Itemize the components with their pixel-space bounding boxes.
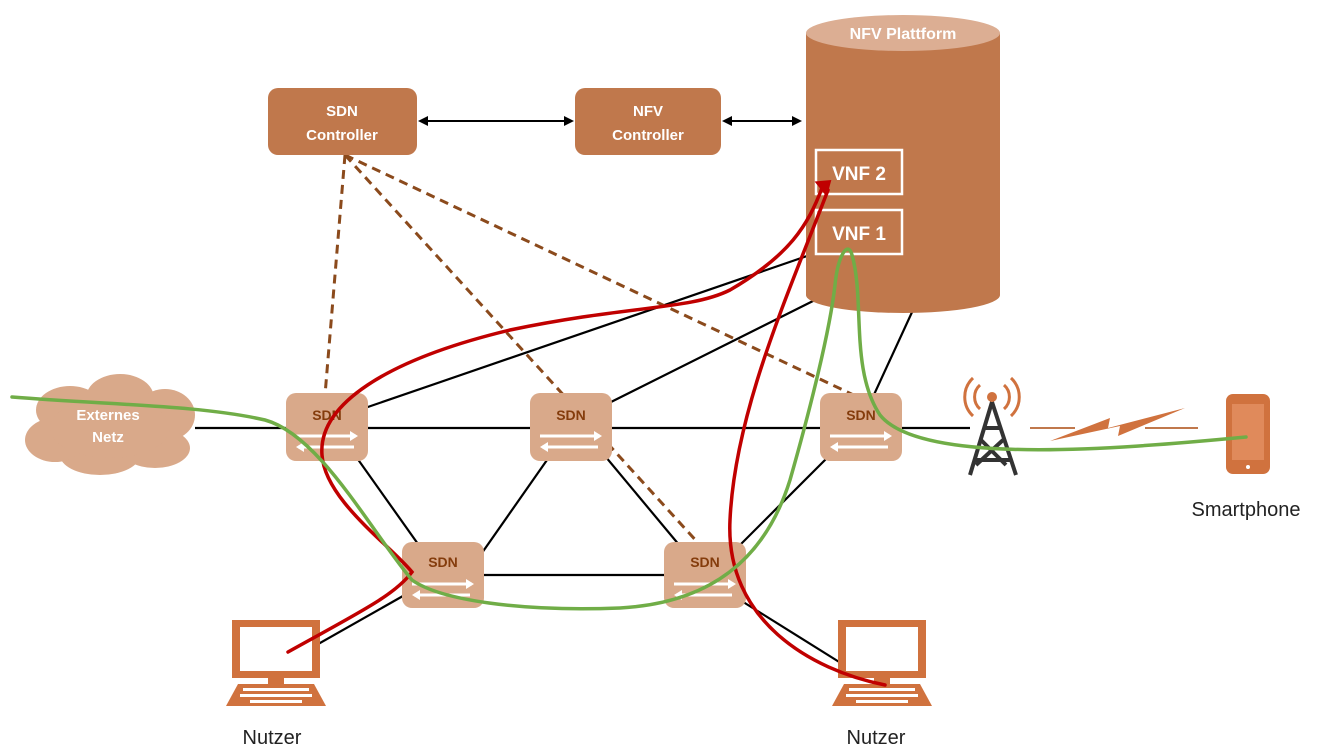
control-links [323,153,861,547]
svg-text:SDN: SDN [846,407,876,423]
sdn-controller: SDN Controller [268,88,417,155]
sdn-switch-icon: SDN [820,393,902,461]
smartphone-icon [1226,394,1270,474]
computer-icon [226,620,326,706]
sdn-switch-icon: SDN [530,393,612,461]
svg-text:NFV: NFV [633,103,663,120]
svg-text:Controller: Controller [306,127,378,144]
lightning-icon [1030,408,1198,441]
red-service-path [286,180,887,687]
nfv-controller: NFV Controller [575,88,721,155]
user-right-label: Nutzer [847,727,906,746]
svg-text:SDN: SDN [326,103,358,120]
sdn-switch-icon: SDN [664,542,746,608]
vnf1-label: VNF 1 [832,224,886,245]
platform-title: NFV Plattform [850,26,957,43]
sdn-switch-icon: SDN [402,542,484,608]
smartphone-label: Smartphone [1192,499,1301,521]
nfv-platform: NFV Plattform VNF 2 VNF 1 [806,15,1000,313]
svg-text:SDN: SDN [312,407,342,423]
svg-text:Externes: Externes [76,407,139,424]
vnf2-box [814,148,904,196]
vnf2-label: VNF 2 [832,164,886,185]
user-left-label: Nutzer [243,727,302,746]
cloud-icon: Externes Netz [25,374,195,475]
svg-text:Controller: Controller [612,127,684,144]
svg-text:SDN: SDN [556,407,586,423]
green-service-path [10,247,1248,611]
svg-text:SDN: SDN [428,554,458,570]
computer-icon [832,620,932,706]
svg-text:SDN: SDN [690,554,720,570]
vnf1-box [814,208,904,256]
antenna-tower-icon [963,376,1021,476]
svg-text:Netz: Netz [92,429,124,446]
